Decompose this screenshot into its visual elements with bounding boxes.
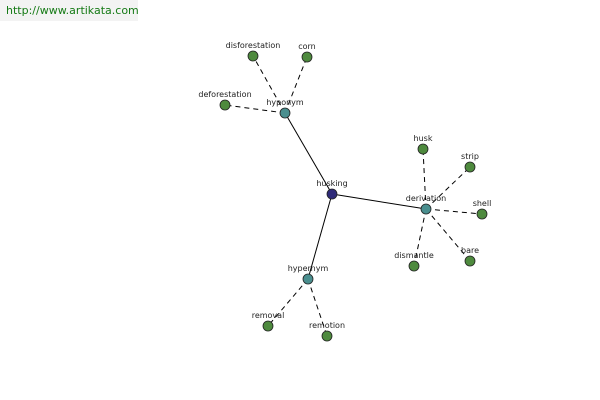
node-leaf-husk[interactable] xyxy=(417,143,429,155)
edge-hypernym-removal xyxy=(267,278,309,327)
label-leaf-bare: bare xyxy=(461,246,479,255)
node-leaf-disforestation[interactable] xyxy=(247,50,259,62)
edge-derivation-husk xyxy=(422,148,427,210)
node-relation-hypernym[interactable] xyxy=(302,273,314,285)
node-leaf-dismantle[interactable] xyxy=(408,260,420,272)
graph-labels: husking hyponym disforestation corn deforest… xyxy=(198,41,491,330)
label-leaf-dismantle: dismantle xyxy=(394,251,434,260)
label-leaf-deforestation: deforestation xyxy=(198,90,251,99)
node-leaf-removal[interactable] xyxy=(262,320,274,332)
label-leaf-corn: corn xyxy=(298,42,316,51)
label-relation-hypernym: hypernym xyxy=(288,264,329,273)
node-leaf-corn[interactable] xyxy=(301,51,313,63)
edge-root-derivation xyxy=(331,193,427,210)
edge-hypernym-remotion xyxy=(307,278,328,337)
edge-root-hyponym xyxy=(284,112,333,195)
label-leaf-husk: husk xyxy=(414,134,433,143)
label-relation-hyponym: hyponym xyxy=(266,98,304,107)
edge-derivation-dismantle xyxy=(413,208,427,267)
graph-edges xyxy=(224,55,483,337)
edge-hyponym-disforestation xyxy=(252,55,286,114)
label-leaf-strip: strip xyxy=(461,152,479,161)
node-relation-derivation[interactable] xyxy=(420,203,432,215)
node-leaf-deforestation[interactable] xyxy=(219,99,231,111)
edge-root-hypernym xyxy=(307,193,333,280)
label-leaf-disforestation: disforestation xyxy=(226,41,281,50)
edge-hyponym-deforestation xyxy=(224,104,286,114)
node-leaf-remotion[interactable] xyxy=(321,330,333,342)
node-leaf-shell[interactable] xyxy=(476,208,488,220)
graph-nodes xyxy=(219,50,488,342)
label-root: husking xyxy=(316,179,347,188)
label-leaf-shell: shell xyxy=(473,199,492,208)
source-url[interactable]: http://www.artikata.com xyxy=(0,0,139,21)
edge-derivation-bare xyxy=(425,208,471,262)
label-leaf-removal: removal xyxy=(252,311,285,320)
node-leaf-bare[interactable] xyxy=(464,255,476,267)
node-relation-hyponym[interactable] xyxy=(279,107,291,119)
edge-derivation-strip xyxy=(425,166,471,210)
label-relation-derivation: derivation xyxy=(406,194,446,203)
edge-hyponym-corn xyxy=(284,56,308,114)
edge-derivation-shell xyxy=(425,208,483,215)
node-leaf-strip[interactable] xyxy=(464,161,476,173)
label-leaf-remotion: remotion xyxy=(309,321,345,330)
node-root-husking[interactable] xyxy=(326,188,338,200)
